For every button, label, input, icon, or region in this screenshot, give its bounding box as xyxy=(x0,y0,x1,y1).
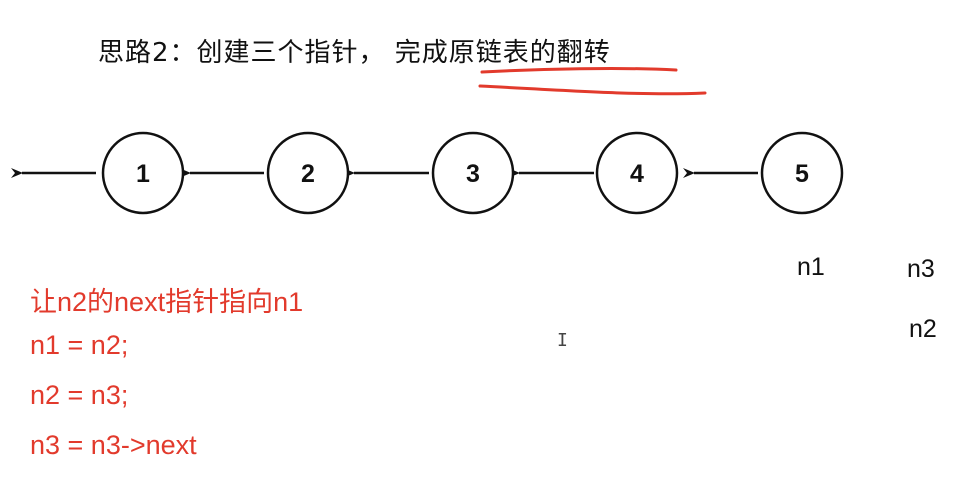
node-5: 5 xyxy=(760,131,844,215)
title-underline xyxy=(480,67,678,74)
code-line-2: n1 = n2; xyxy=(30,330,129,360)
slide-title: 思路2：创建三个指针， 完成原链表的翻转 xyxy=(98,38,611,68)
node-label: 2 xyxy=(301,160,315,188)
text-cursor-icon: I xyxy=(557,330,568,351)
node-label: 3 xyxy=(466,160,480,188)
code-line-4: n3 = n3->next xyxy=(30,430,197,460)
title-underline-stroke-2 xyxy=(478,84,707,96)
node-label: 5 xyxy=(795,160,809,188)
code-line-1: 让n2的next指针指向n1 xyxy=(30,287,304,317)
node-label: 1 xyxy=(136,160,150,188)
node-1: 1 xyxy=(101,131,185,215)
pointer-n2: n2 xyxy=(909,315,937,343)
pointer-n1: n1 xyxy=(797,253,825,281)
pointer-n3: n3 xyxy=(907,255,935,283)
node-3: 3 xyxy=(431,131,515,215)
node-4: 4 xyxy=(595,131,679,215)
code-line-3: n2 = n3; xyxy=(30,380,129,410)
node-2: 2 xyxy=(266,131,350,215)
node-label: 4 xyxy=(630,160,644,188)
